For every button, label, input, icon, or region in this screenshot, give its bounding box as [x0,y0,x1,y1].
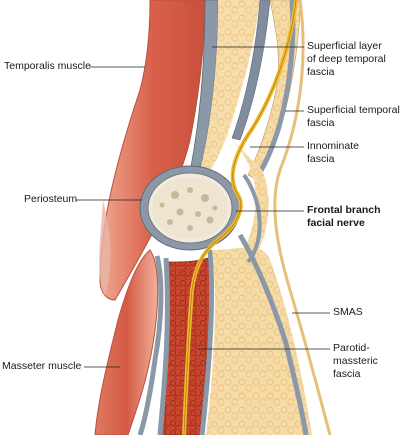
temporalis-muscle [99,0,206,301]
label-superficial-layer: Superficial layer of deep temporal fasci… [307,40,386,78]
parotid-masseteric-fascia-right [199,249,215,435]
label-innominate-fascia: Innominate fascia [307,140,359,165]
label-superficial-temporal-fascia: Superficial temporal fascia [307,104,400,129]
smas-fat [206,247,312,435]
bone-texture [159,187,218,231]
smas-layer [237,233,309,435]
skin-edge [273,0,332,435]
upper-fat-pad [200,0,260,178]
label-smas: SMAS [333,306,363,318]
temporalis-muscle-lower [99,200,111,295]
label-parotid-masseteric-fascia: Parotid- massteric fascia [333,342,378,380]
parotid-masseteric-fascia-left [157,257,170,435]
label-frontal-branch-facial-nerve: Frontal branch facial nerve [307,204,381,229]
frontal-branch-facial-nerve-outline [183,0,297,435]
superficial-layer-fascia [231,0,271,141]
leader-lines [76,46,330,368]
masseter-fascia [137,255,164,435]
label-periosteum: Periosteum [24,193,78,205]
label-masseter-muscle: Masseter muscle [2,360,82,372]
label-temporalis-muscle: Temporalis muscle [4,60,91,72]
outer-fascia-line [253,0,296,180]
innominate-fascia-line [242,173,262,264]
masseter-muscle [94,249,159,435]
